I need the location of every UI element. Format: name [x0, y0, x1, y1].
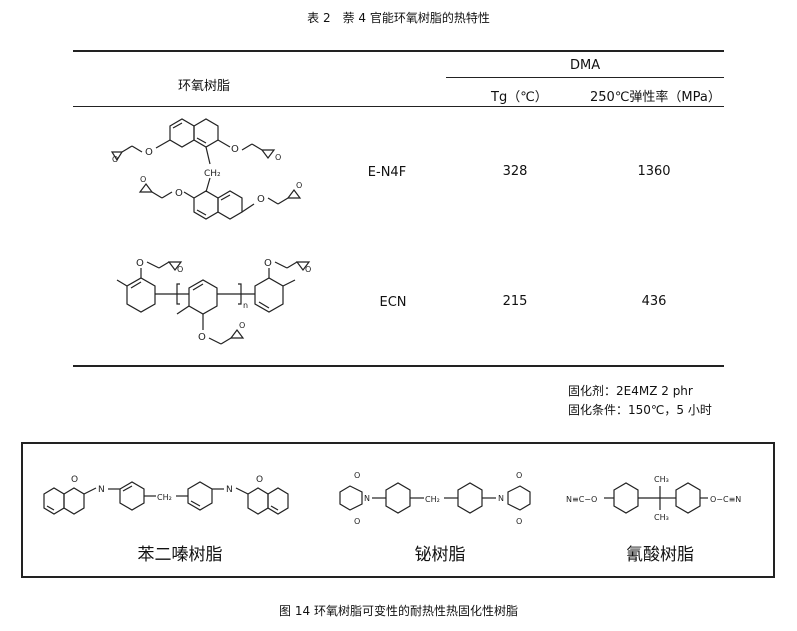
svg-text:N: N — [98, 485, 105, 495]
svg-text:O: O — [145, 147, 153, 158]
svg-text:O: O — [305, 265, 311, 274]
row-ecn-name: ECN — [379, 295, 407, 310]
svg-text:O: O — [136, 258, 144, 269]
structure-bismaleimide: O O N CH₂ N O O — [330, 462, 550, 534]
table-title: 表 2 萘 4 官能环氧树脂的热特性 — [307, 11, 490, 25]
ecn-n-label: n — [243, 301, 248, 310]
table-header-bottom-rule — [73, 106, 724, 107]
svg-text:O: O — [71, 475, 78, 485]
bmi-o2-label: O — [354, 517, 360, 526]
cyanate-left-label: N≡C−O — [566, 495, 597, 504]
svg-text:O: O — [296, 181, 302, 190]
svg-text:O: O — [177, 265, 183, 274]
note-curing-condition: 固化条件：150℃，5 小时 — [568, 403, 712, 417]
figure-frame — [21, 442, 775, 578]
row-e-n4f-name: E-N4F — [367, 165, 407, 180]
bmi-n2-label: N — [498, 494, 504, 503]
table-bottom-rule — [73, 365, 724, 367]
benzoxazine-ch2-label: CH₂ — [157, 493, 172, 502]
row-ecn-tg: 215 — [502, 294, 528, 309]
table-top-rule — [73, 50, 724, 52]
header-tg: Tg（℃） — [491, 90, 548, 105]
cyanate-ch3-top: CH₃ — [654, 475, 669, 484]
structure-cyanate-ester: N≡C−O CH₃ CH₃ O−C≡N — [564, 462, 764, 534]
structure-ecn: O O n O O O O — [105, 242, 345, 360]
table-header-mid-rule — [446, 77, 724, 78]
label-bismaleimide: 铋树脂 — [414, 545, 466, 565]
figure-caption: 图 14 环氧树脂可变性的耐热性热固化性树脂 — [279, 604, 518, 618]
svg-text:O: O — [256, 475, 263, 485]
bmi-ch2-label: CH₂ — [425, 495, 440, 504]
structure-e-n4f: O O O O CH₂ O O O O — [100, 108, 340, 236]
svg-text:O: O — [112, 155, 118, 164]
svg-text:O: O — [239, 321, 245, 330]
bmi-n1-label: N — [364, 494, 370, 503]
svg-text:O: O — [264, 258, 272, 269]
svg-text:O: O — [140, 175, 146, 184]
header-modulus: 250℃弹性率（MPa） — [590, 90, 721, 105]
svg-text:O: O — [275, 153, 281, 162]
svg-text:O: O — [257, 194, 265, 205]
bmi-o4-label: O — [516, 517, 522, 526]
cyanate-right-label: O−C≡N — [710, 495, 741, 504]
row-e-n4f-modulus: 1360 — [637, 164, 671, 179]
svg-text:O: O — [175, 188, 183, 199]
header-dma: DMA — [570, 58, 601, 73]
e-n4f-ch2-label: CH₂ — [204, 169, 221, 179]
structure-benzoxazine: O N CH₂ N O — [36, 462, 326, 534]
bmi-o1-label: O — [354, 471, 360, 480]
svg-text:N: N — [226, 485, 233, 495]
label-cyanate-ester: 氰酸树脂 — [626, 545, 694, 565]
header-resin: 环氧树脂 — [178, 79, 231, 94]
svg-text:O: O — [231, 144, 239, 155]
bmi-o3-label: O — [516, 471, 522, 480]
label-benzoxazine: 苯二嗪树脂 — [137, 545, 223, 565]
svg-text:O: O — [198, 332, 206, 343]
row-ecn-modulus: 436 — [641, 294, 667, 309]
row-e-n4f-tg: 328 — [502, 164, 528, 179]
note-curing-agent: 固化剂：2E4MZ 2 phr — [568, 384, 693, 398]
cyanate-ch3-bottom: CH₃ — [654, 513, 669, 522]
